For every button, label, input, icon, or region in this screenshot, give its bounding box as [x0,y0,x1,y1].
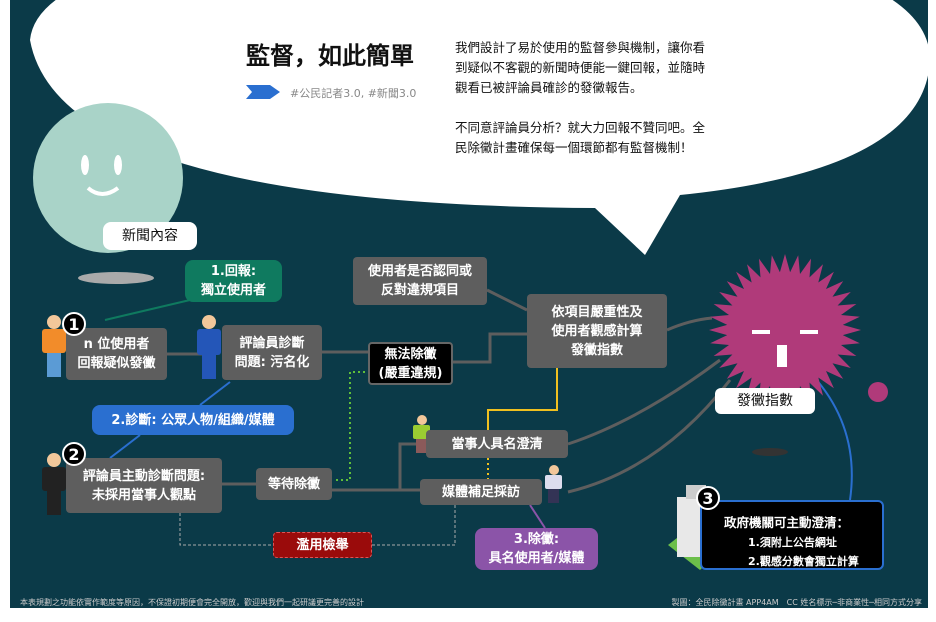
footer-disclaimer: 本表規劃之功能依實作範度等原因，不保證初期便會完全開放，歡迎與我們一起研議更完善… [20,598,364,607]
government-clarify-box: 政府機關可主動澄清： 1.須附上公告網址 2.觀感分數會獨立計算 [700,500,884,570]
speech-bubble [30,0,930,255]
users-report-node: n 位使用者 回報疑似發黴 [66,328,167,380]
reviewer-person-icon [197,315,221,379]
step-badge: 3 [696,486,720,510]
footer-credit: 製圖：全民除黴計畫 APP4AM CC 姓名標示─非商業性─相同方式分享 [671,598,922,607]
page-title: 監督，如此簡單 [246,42,414,70]
user-agree-node: 使用者是否認同或 反對違規項目 [353,257,487,305]
party-person-icon [413,415,430,453]
gov-title: 政府機關可主動澄清： [724,515,850,530]
party-clarify-node: 當事人具名澄清 [426,430,568,458]
active-reviewer-person-icon [42,453,66,515]
reviewer-active-node: 評論員主動診斷問題: 未採用當事人觀點 [66,458,222,513]
intro-paragraph: 不同意評論員分析？就大力回報不贊同吧。全民除黴計畫確保每一個環節都有監督機制！ [455,120,706,155]
wait-clear-node: 等待除黴 [256,468,332,500]
shadow [78,272,154,284]
intro-text: 我們設計了易於使用的監督參與機制，讓你看到疑似不客觀的新聞時便能一鍵回報，並隨時… [455,38,705,178]
mold-index-label: 發黴指數 [715,388,815,414]
tags: #公民記者3.0, #新聞3.0 [290,87,417,100]
calc-index-node: 依項目嚴重性及 使用者觀感計算 發黴指數 [527,294,667,368]
step-badge: 1 [62,312,86,336]
reviewer-diagnose-node: 評論員診斷 問題: 污名化 [222,325,322,380]
intro-paragraph: 我們設計了易於使用的監督參與機制，讓你看到疑似不客觀的新聞時便能一鍵回報，並隨時… [455,40,706,95]
gov-item: 2.觀感分數會獨立計算 [748,555,859,568]
step2-diagnose-label: 2.診斷: 公眾人物/組織/媒體 [92,405,294,435]
news-content-label: 新聞內容 [103,222,197,250]
gov-item: 1.須附上公告網址 [748,536,837,549]
step3-clear-label: 3.除黴: 具名使用者/媒體 [475,528,598,570]
media-interview-node: 媒體補足採訪 [420,479,542,505]
step1-report-label: 1.回報: 獨立使用者 [185,260,282,302]
step-badge: 2 [62,442,86,466]
media-person-icon [545,465,562,503]
mold-creature-icon [709,254,888,456]
user-person-icon [42,315,66,377]
cannot-clear-node: 無法除黴 (嚴重違規) [368,342,453,385]
news-face-icon [33,103,183,253]
tag-arrow-icon [246,85,280,99]
abuse-report-node: 濫用檢舉 [273,532,372,558]
